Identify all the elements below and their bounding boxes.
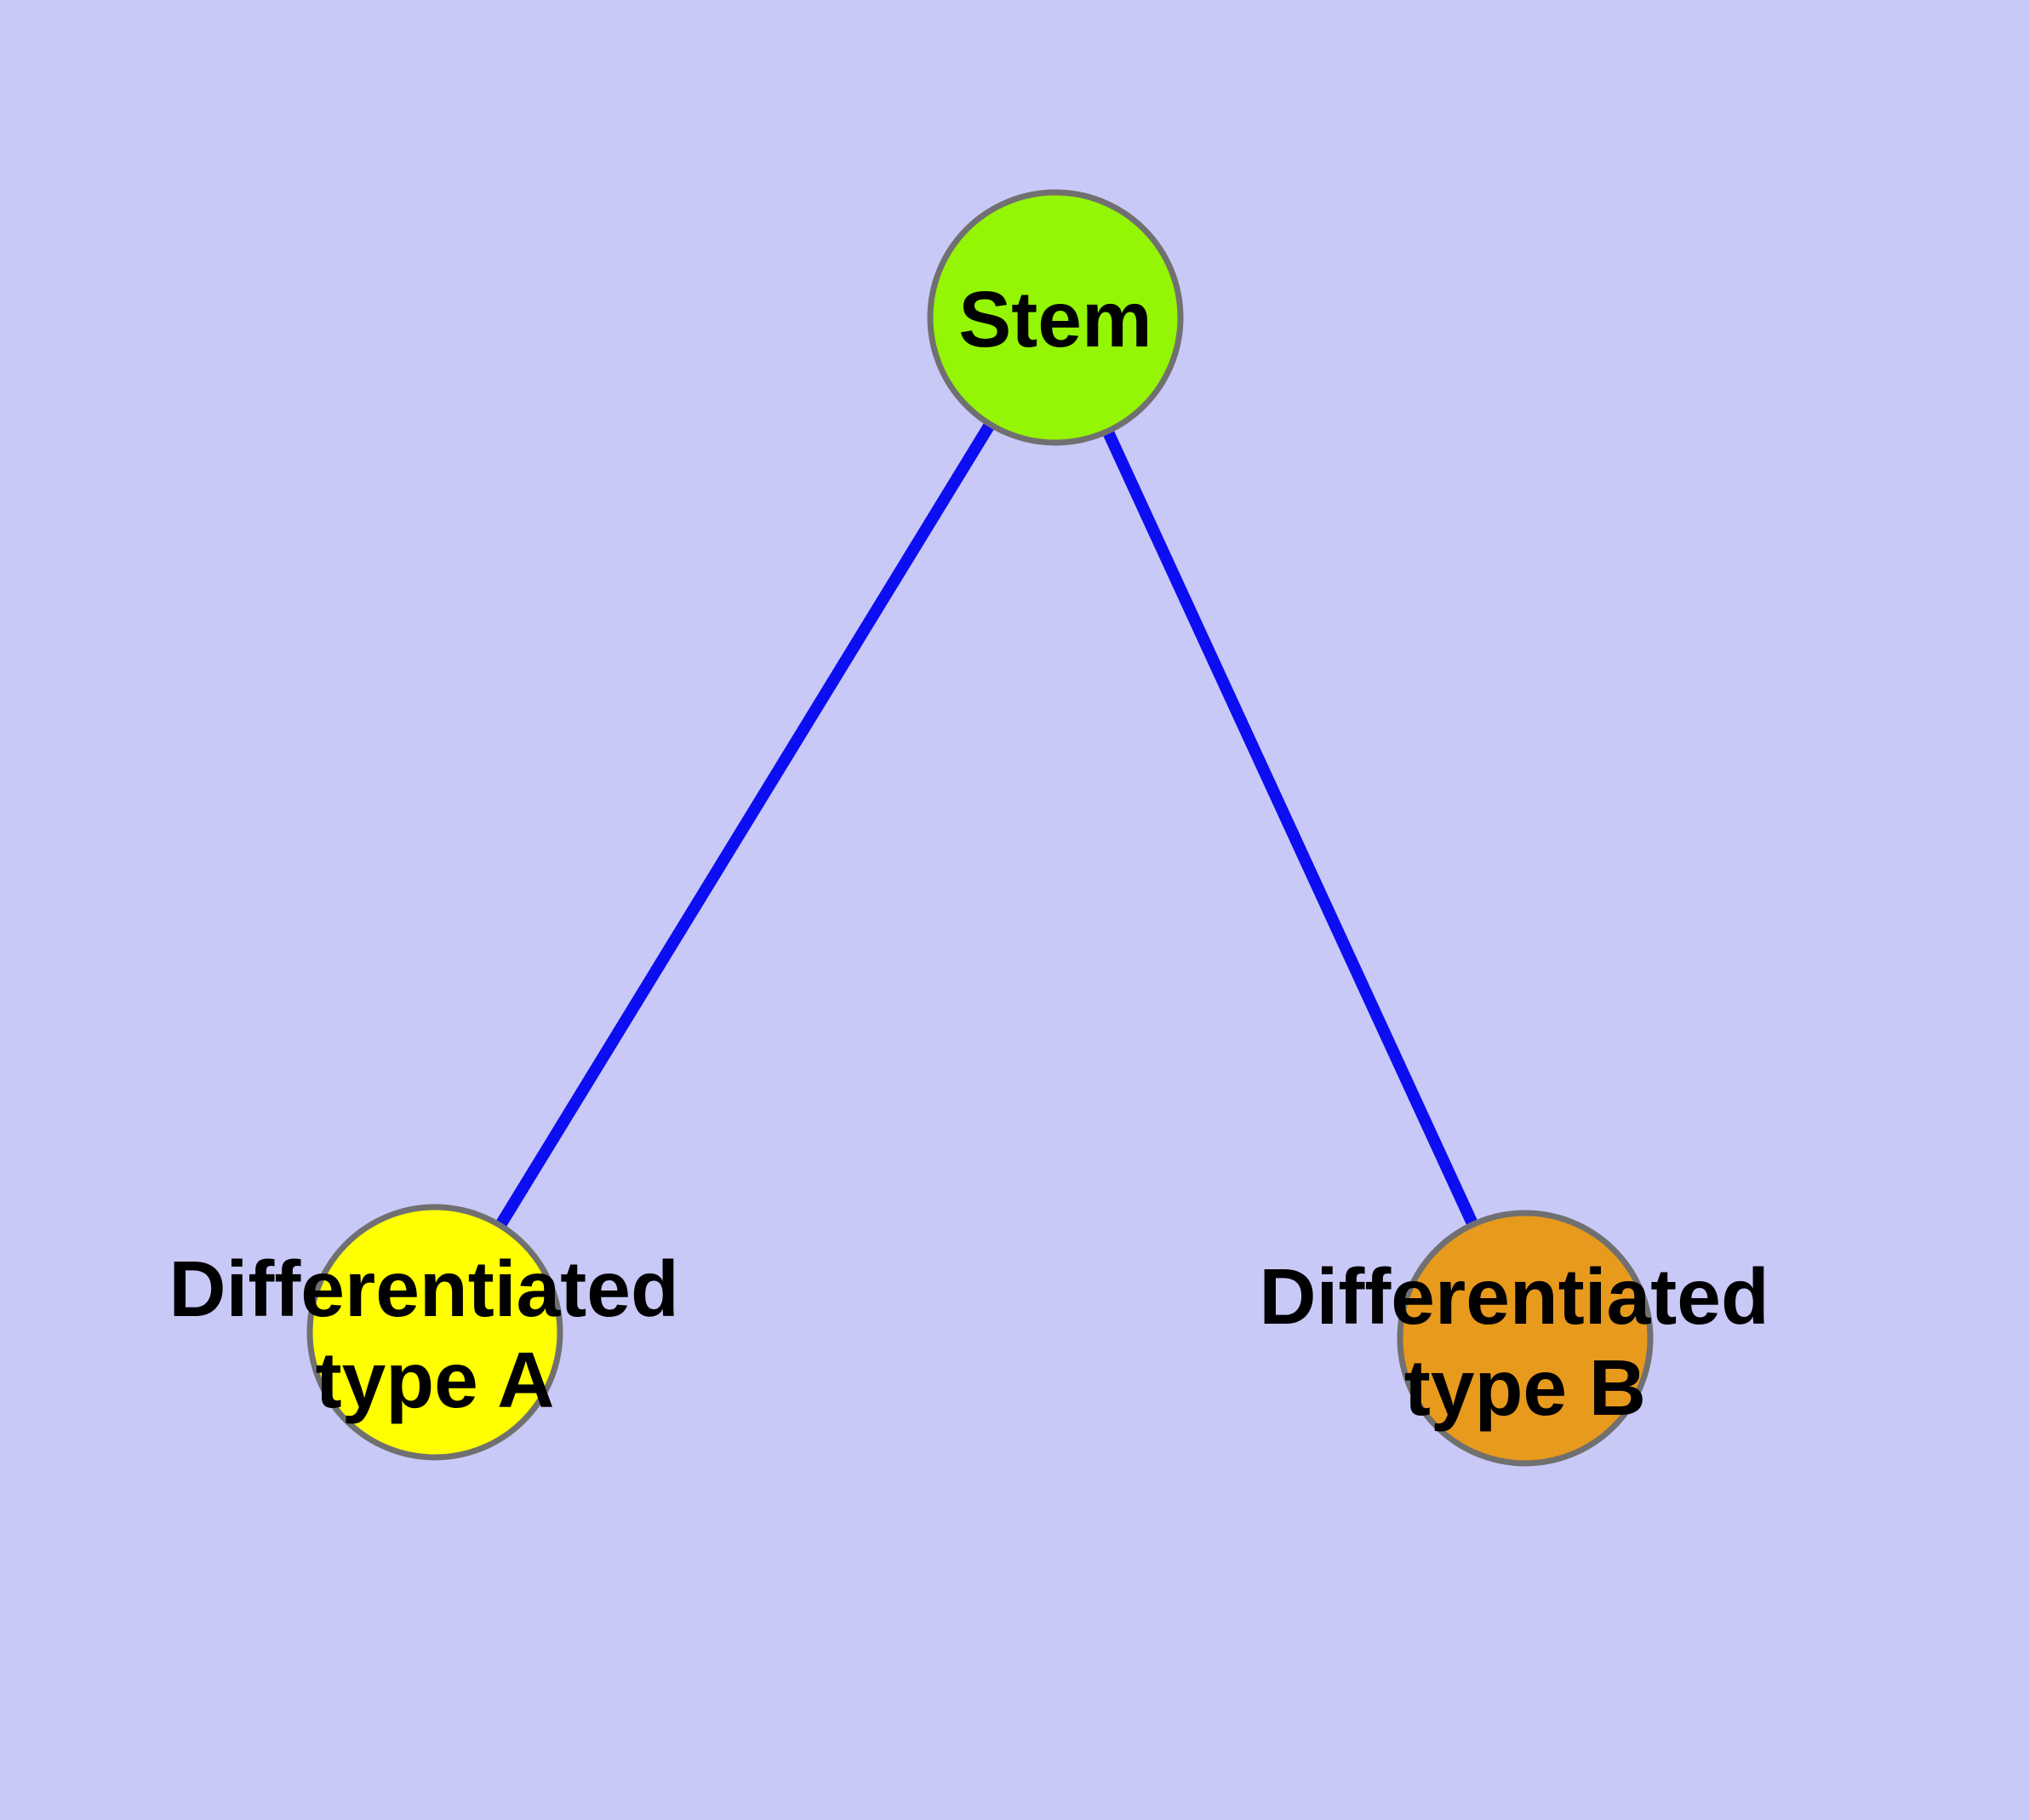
edge-stem-to-type-a bbox=[430, 314, 1060, 1336]
node-differentiated-type-a-label-line2: type A bbox=[316, 1336, 555, 1424]
edge-stem-to-type-b bbox=[1049, 315, 1531, 1341]
node-differentiated-type-b: Differentiated type B bbox=[1259, 1210, 1791, 1467]
node-stem: Stem bbox=[927, 189, 1184, 446]
node-differentiated-type-a-label-line1: Differentiated bbox=[169, 1245, 678, 1333]
node-differentiated-type-b-label-line2: type B bbox=[1404, 1343, 1646, 1432]
node-differentiated-type-a-circle bbox=[306, 1204, 563, 1461]
node-differentiated-type-b-circle bbox=[1397, 1210, 1654, 1467]
node-stem-label: Stem bbox=[958, 275, 1152, 363]
node-stem-circle bbox=[927, 189, 1184, 446]
node-differentiated-type-a: Differentiated type A bbox=[169, 1204, 700, 1461]
node-differentiated-type-b-label-line1: Differentiated bbox=[1259, 1252, 1769, 1341]
node-differentiated-type-b-label: Differentiated type B bbox=[1259, 1252, 1791, 1432]
node-differentiated-type-a-label: Differentiated type A bbox=[169, 1245, 700, 1424]
